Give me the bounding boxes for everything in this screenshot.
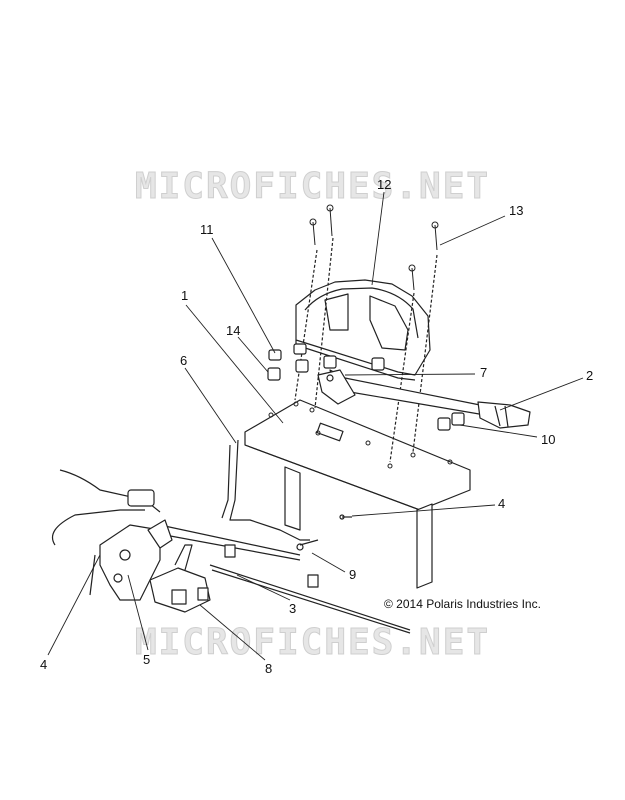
callout-13: 13 [509,203,524,218]
callout-8: 8 [265,661,273,676]
mounting-plate [244,399,471,511]
watermark-top: MICROFICHES.NET [134,166,491,208]
callout-6: 6 [180,353,188,368]
callout-5: 5 [143,652,151,667]
callout-3: 3 [289,601,297,616]
plate-holes [268,401,453,469]
brake-caliper [149,544,211,613]
screws-top [309,204,439,291]
brake-rod [209,564,411,631]
brake-handle [317,369,531,429]
console-cover [295,279,431,381]
right-bracket [416,503,433,589]
callout-12: 12 [377,177,392,192]
clevis-pin [299,539,319,546]
callout-4-left: 4 [40,657,48,672]
leader-lines [47,191,584,661]
watermark-bottom: MICROFICHES.NET [134,622,491,664]
callout-4-right: 4 [498,496,506,511]
copyright-notice: © 2014 Polaris Industries Inc. [384,597,541,611]
callout-10: 10 [541,432,556,447]
callout-11: 11 [200,222,214,237]
callout-1: 1 [181,288,189,303]
callout-7: 7 [480,365,488,380]
callout-2: 2 [586,368,594,383]
cable-coil [51,469,161,546]
callout-14: 14 [226,323,241,338]
cable-6 [229,439,310,541]
lever-bracket [89,519,173,601]
nuts [267,343,465,431]
callout-9: 9 [349,567,357,582]
left-bracket [284,466,301,531]
